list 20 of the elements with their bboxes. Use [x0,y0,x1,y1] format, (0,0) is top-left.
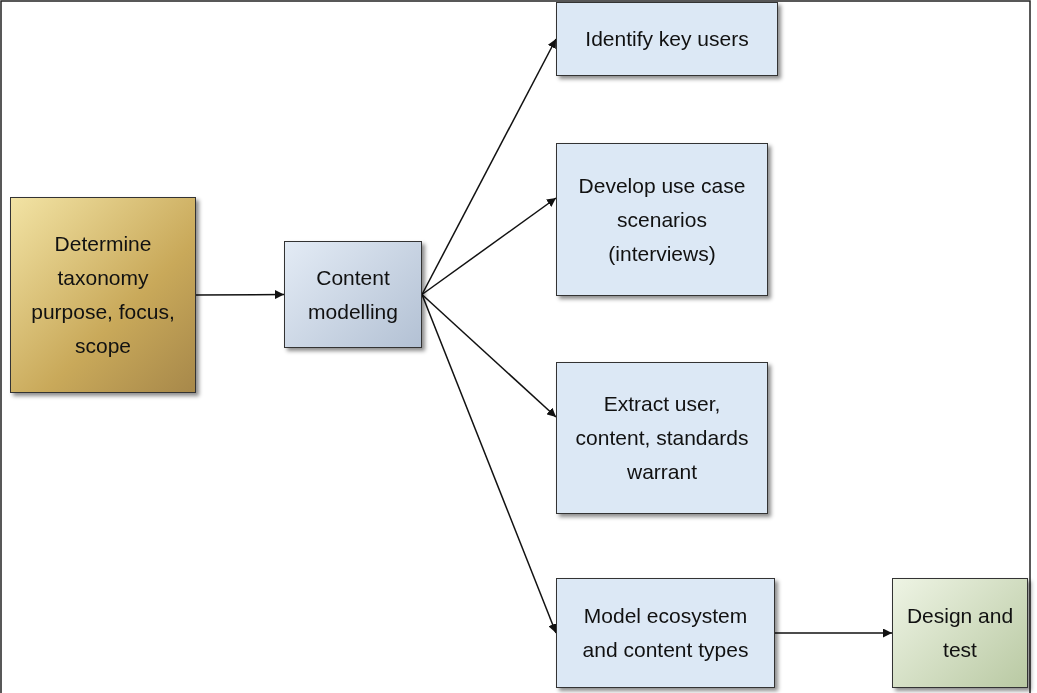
box-label: Content modelling [307,264,399,325]
box-label: Determine taxonomy purpose, focus, scope [30,231,176,359]
box-label: Model ecosystem and content types [581,603,750,663]
box-label: Design and test [905,603,1015,663]
process-box [892,578,1028,688]
process-box [556,578,775,688]
arrow [421,197,557,296]
arrow [421,293,557,418]
box-label: Identify key users [584,26,750,52]
arrow [421,38,557,296]
box-label: Develop use case scenarios (interviews) [577,172,747,267]
arrow [195,290,285,300]
box-label: Extract user, content, standards warrant [574,391,750,485]
arrow [421,293,557,634]
arrow [774,628,893,638]
process-box [10,197,196,393]
process-box [284,241,422,348]
process-box [556,362,768,514]
process-box [556,2,778,76]
process-box [556,143,768,296]
